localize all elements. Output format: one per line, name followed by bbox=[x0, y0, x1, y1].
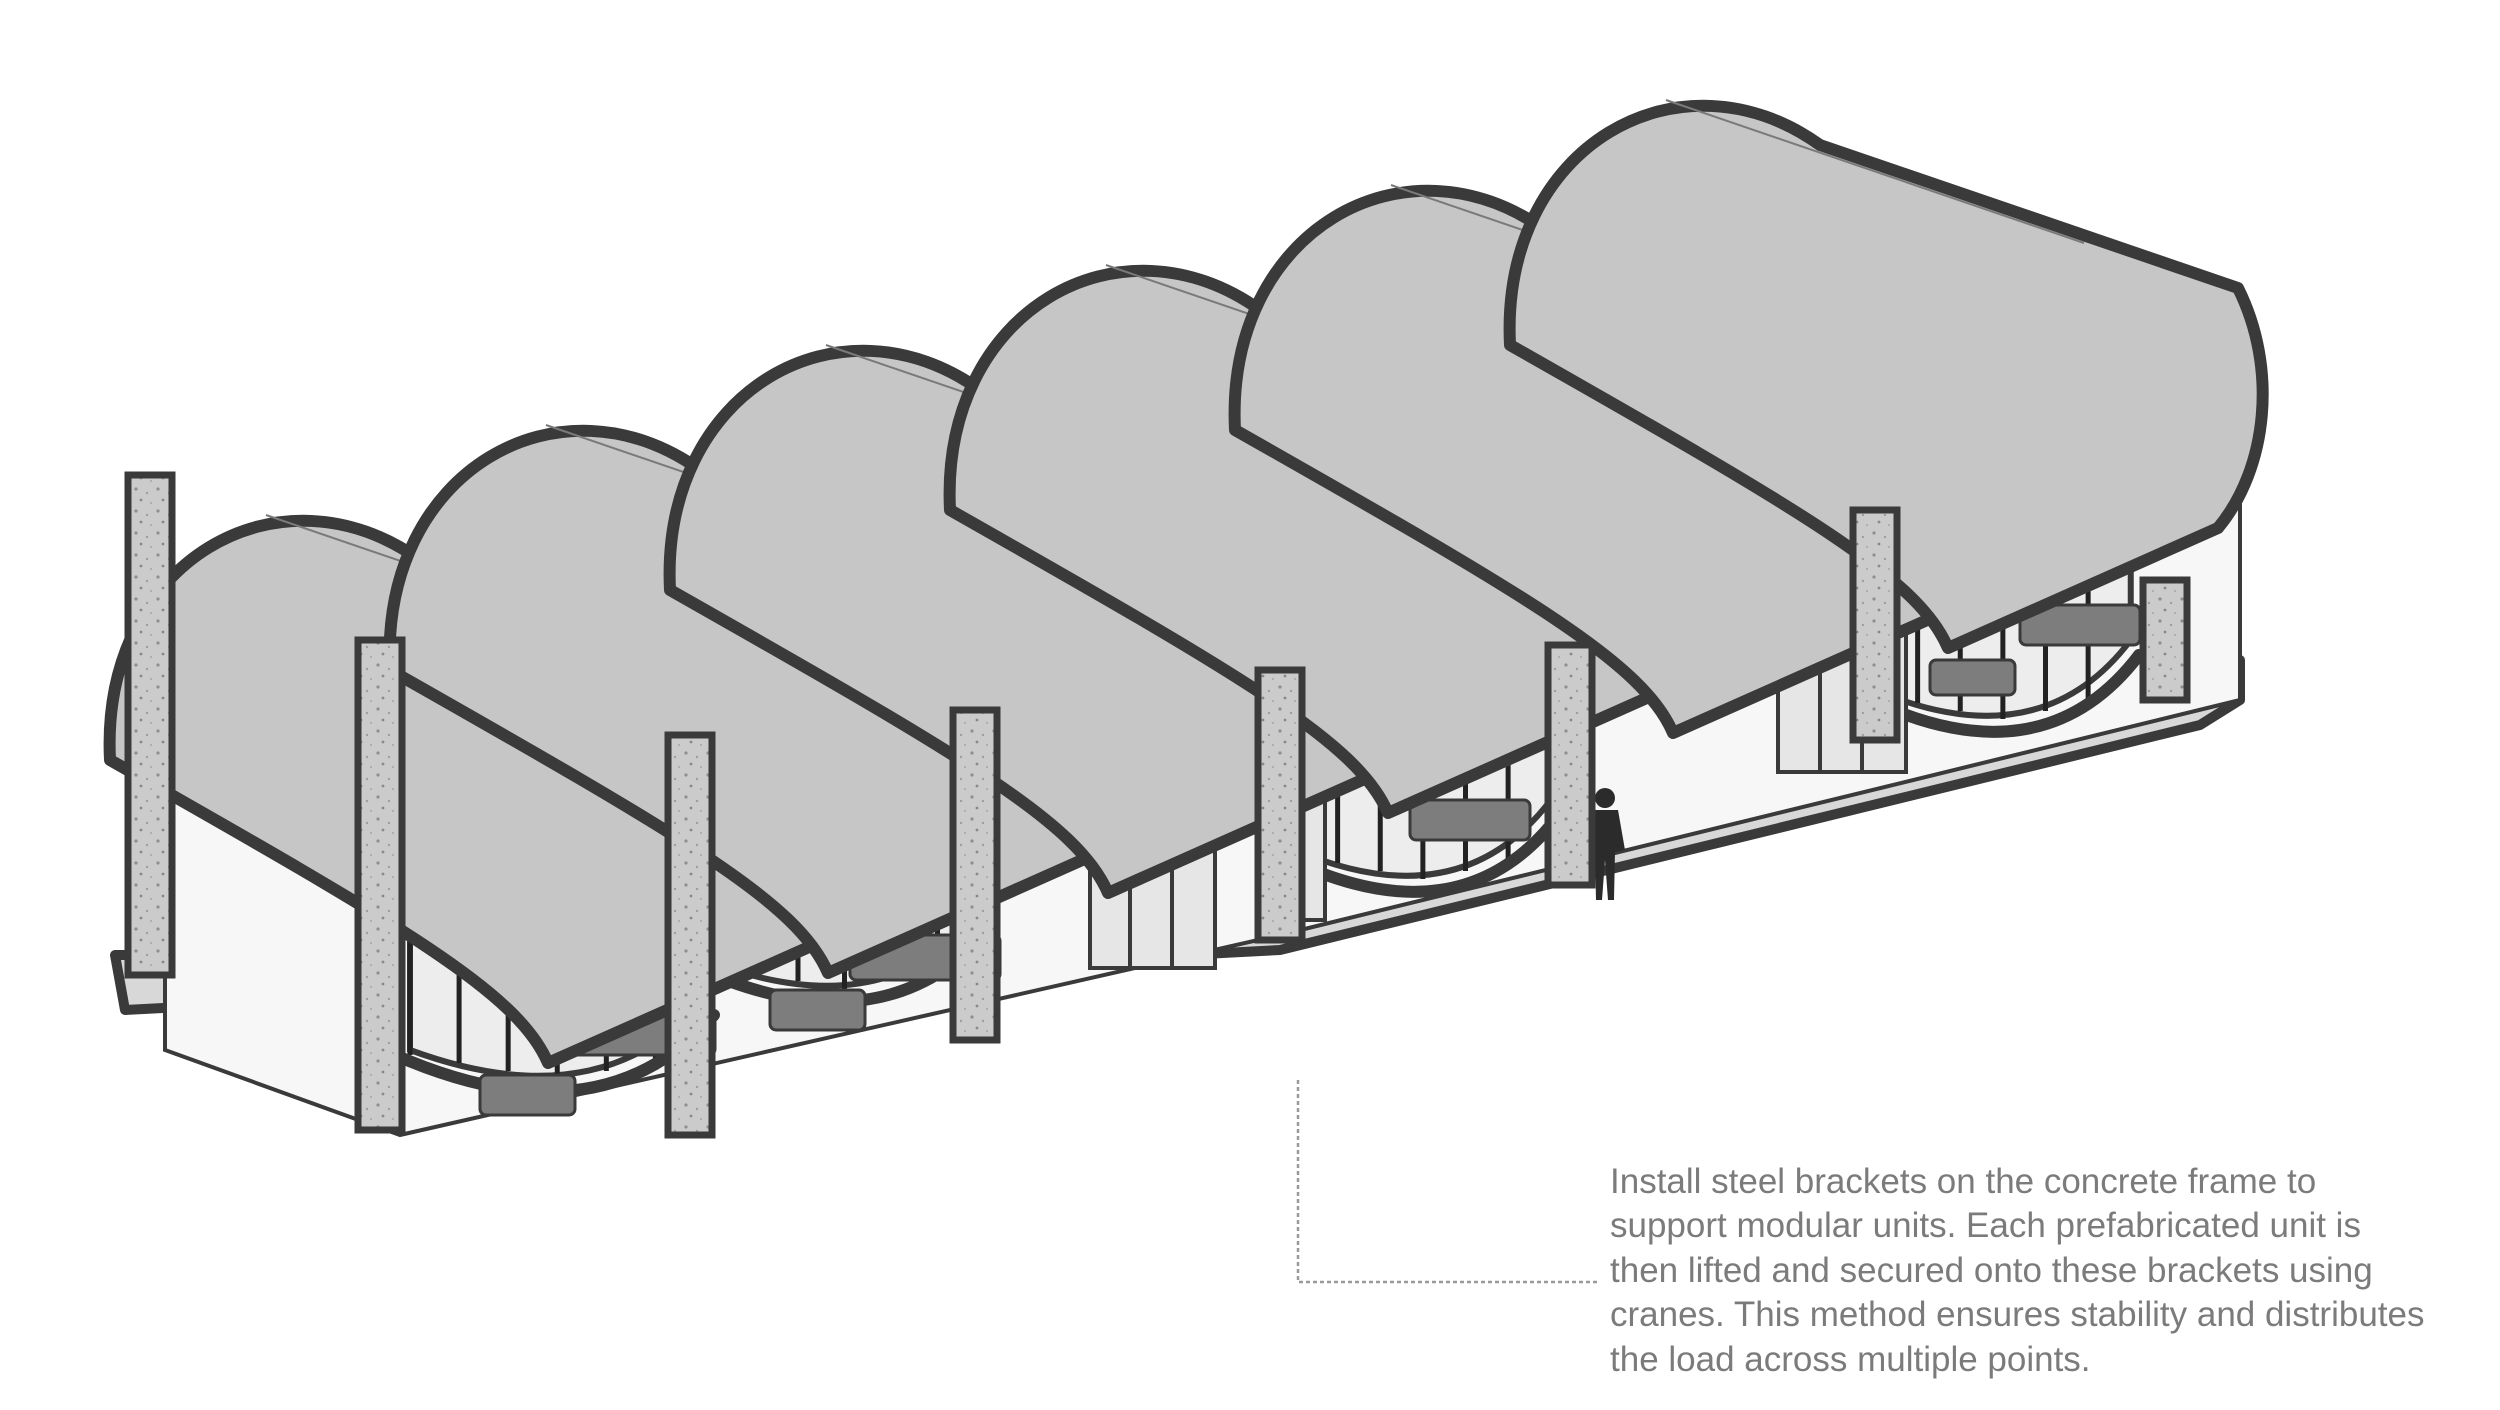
sofa bbox=[1408, 798, 1532, 842]
column-shaft bbox=[2139, 576, 2191, 704]
concrete-column bbox=[1544, 641, 1596, 889]
sofa bbox=[768, 988, 867, 1032]
concrete-column bbox=[1849, 506, 1901, 744]
concrete-column bbox=[2139, 576, 2191, 704]
column-shaft bbox=[354, 636, 406, 1134]
concrete-column bbox=[664, 731, 716, 1139]
sofa bbox=[1928, 658, 2017, 697]
roof-surface bbox=[1503, 99, 2269, 654]
roof-ridge-line bbox=[1665, 99, 2085, 244]
column-shaft bbox=[1544, 641, 1596, 889]
column-shaft bbox=[124, 471, 176, 979]
concrete-column bbox=[1254, 666, 1306, 944]
concrete-columns bbox=[124, 471, 2191, 1139]
annotation-text: Install steel brackets on the concrete f… bbox=[1610, 1162, 2425, 1379]
roof-vault bbox=[1503, 99, 2269, 654]
column-shaft bbox=[1849, 506, 1901, 744]
column-shaft bbox=[949, 706, 1001, 1044]
concrete-column bbox=[949, 706, 1001, 1044]
annotation-leader-line bbox=[1296, 1080, 1600, 1284]
column-shaft bbox=[1254, 666, 1306, 944]
concrete-column bbox=[354, 636, 406, 1134]
concrete-column bbox=[124, 471, 176, 979]
column-shaft bbox=[664, 731, 716, 1139]
sofa bbox=[478, 1073, 577, 1117]
